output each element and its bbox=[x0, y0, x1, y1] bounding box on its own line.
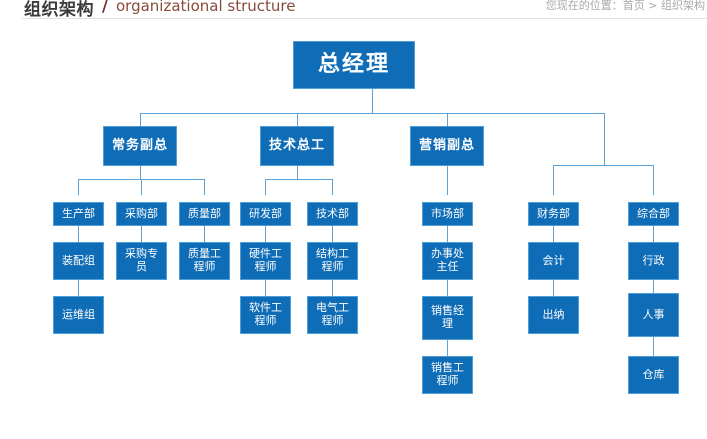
breadcrumb: 您现在的位置：首页 > 组织架构 bbox=[545, 0, 705, 12]
node-software-engineer[interactable]: 软件工 程师 bbox=[240, 296, 291, 334]
connector-n3-to-n9 bbox=[447, 166, 448, 195]
node-quality-dept[interactable]: 质量部 bbox=[179, 202, 230, 226]
connector-drop-n8 bbox=[332, 179, 333, 195]
node-purchasing-specialist[interactable]: 采购专 员 bbox=[116, 242, 167, 280]
connector-drop-right-group bbox=[604, 113, 605, 165]
node-general-affairs-dept[interactable]: 综合部 bbox=[628, 202, 679, 226]
page-title: 组织架构 bbox=[24, 0, 94, 20]
node-sales-manager[interactable]: 销售经 理 bbox=[422, 296, 473, 340]
node-production-dept[interactable]: 生产部 bbox=[53, 202, 104, 226]
connector-drop-n4 bbox=[78, 179, 79, 195]
connector-root-bus bbox=[140, 113, 605, 114]
node-rd-dept[interactable]: 研发部 bbox=[240, 202, 291, 226]
connector-n23-n26 bbox=[447, 340, 448, 356]
node-electrical-engineer[interactable]: 电气工 程师 bbox=[307, 296, 358, 334]
node-hardware-engineer[interactable]: 硬件工 程师 bbox=[240, 242, 291, 280]
node-executive-vice-president[interactable]: 常务副总 bbox=[103, 126, 177, 166]
node-accountant[interactable]: 会计 bbox=[528, 242, 579, 280]
node-finance-dept[interactable]: 财务部 bbox=[528, 202, 579, 226]
connector-n6-n14 bbox=[204, 226, 205, 242]
connector-n19-n25 bbox=[653, 280, 654, 296]
connector-drop-n7 bbox=[265, 179, 266, 195]
node-general-manager[interactable]: 总经理 bbox=[293, 41, 415, 89]
connector-n16-n22 bbox=[332, 280, 333, 296]
connector-drop-n5 bbox=[141, 179, 142, 195]
connector-n7-n15 bbox=[265, 226, 266, 242]
connector-root-stem bbox=[372, 89, 373, 113]
connector-n2-bus bbox=[265, 179, 333, 180]
node-warehouse[interactable]: 仓库 bbox=[628, 356, 679, 394]
connector-n15-n21 bbox=[265, 280, 266, 296]
connector-n1-stem bbox=[140, 166, 141, 179]
node-purchasing-dept[interactable]: 采购部 bbox=[116, 202, 167, 226]
org-chart: 总经理 常务副总 技术总工 营销副总 生产部 采购部 质量部 研发部 技术部 市… bbox=[0, 19, 707, 439]
connector-n17-n23 bbox=[447, 280, 448, 296]
node-administration[interactable]: 行政 bbox=[628, 242, 679, 280]
title-separator: / bbox=[102, 0, 108, 15]
node-assembly-team[interactable]: 装配组 bbox=[53, 242, 104, 280]
connector-n12-n20 bbox=[78, 280, 79, 296]
node-quality-engineer[interactable]: 质量工 程师 bbox=[179, 242, 230, 280]
connector-n4-n12 bbox=[78, 226, 79, 242]
connector-right-bus bbox=[553, 165, 654, 166]
connector-n11-n19 bbox=[653, 226, 654, 242]
connector-drop-n11 bbox=[653, 165, 654, 195]
node-human-resources[interactable]: 人事 bbox=[628, 293, 679, 337]
connector-n18-n24 bbox=[553, 280, 554, 296]
node-market-dept[interactable]: 市场部 bbox=[422, 202, 473, 226]
connector-n2-stem bbox=[297, 166, 298, 179]
connector-drop-n10 bbox=[553, 165, 554, 195]
connector-n25-n27 bbox=[653, 337, 654, 356]
node-technology-dept[interactable]: 技术部 bbox=[307, 202, 358, 226]
node-office-director[interactable]: 办事处 主任 bbox=[422, 242, 473, 280]
node-sales-engineer[interactable]: 销售工 程师 bbox=[422, 356, 473, 394]
node-structural-engineer[interactable]: 结构工 程师 bbox=[307, 242, 358, 280]
connector-n5-n13 bbox=[141, 226, 142, 242]
node-marketing-vice-president[interactable]: 营销副总 bbox=[410, 126, 484, 166]
page-header: 组织架构 / organizational structure 您现在的位置：首… bbox=[0, 0, 707, 20]
node-operations-team[interactable]: 运维组 bbox=[53, 296, 104, 334]
header-divider bbox=[22, 18, 707, 19]
node-cashier[interactable]: 出纳 bbox=[528, 296, 579, 334]
connector-n8-n16 bbox=[332, 226, 333, 242]
connector-n9-n17 bbox=[447, 226, 448, 242]
node-chief-technical-engineer[interactable]: 技术总工 bbox=[260, 126, 334, 166]
connector-drop-n6 bbox=[204, 179, 205, 195]
page-title-english: organizational structure bbox=[116, 0, 296, 15]
connector-n10-n18 bbox=[553, 226, 554, 242]
